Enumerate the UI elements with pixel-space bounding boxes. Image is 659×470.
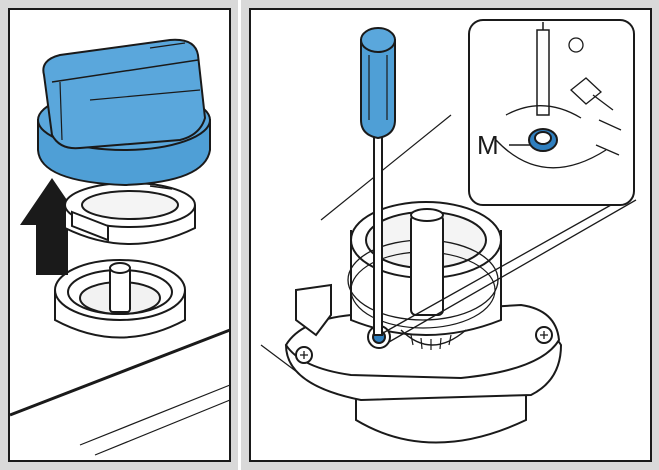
panel-loosen-screw: M: [241, 0, 659, 470]
callout-connector: [382, 199, 637, 343]
screwdriver-icon: [360, 27, 396, 336]
knob-ring-icon: [64, 182, 196, 245]
callout-label-m: M: [477, 130, 499, 160]
spindle-base-icon: [54, 259, 186, 339]
panel-remove-knob-drawing: [8, 8, 231, 462]
detail-magnifier-icon: M: [468, 19, 635, 206]
rotary-knob-icon: [37, 38, 211, 187]
valve-housing-icon: [284, 201, 563, 444]
worktop-lines-icon: [9, 328, 231, 456]
panel-remove-knob: [0, 0, 238, 470]
panel-loosen-screw-drawing: M: [249, 8, 652, 462]
